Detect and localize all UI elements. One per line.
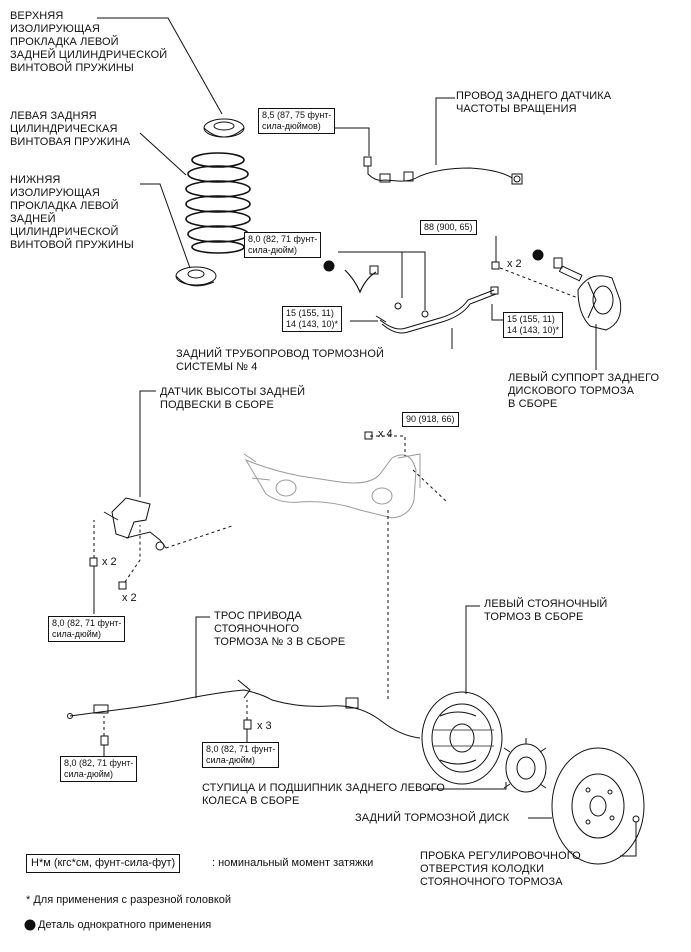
torque-sensor: 8,5 (87, 75 фунт- сила-дюймов) <box>258 108 336 134</box>
parking-brake-part <box>421 691 503 785</box>
axle-bolt <box>364 431 373 440</box>
legend-dot <box>24 919 36 931</box>
torque-flare-right: 15 (155, 11) 14 (143, 10)* <box>503 312 564 338</box>
label-hub-bearing: СТУПИЦА И ПОДШИПНИК ЗАДНЕГО ЛЕВОГО КОЛЕС… <box>202 782 445 807</box>
speed-sensor-wire-part <box>363 156 523 185</box>
axle-bolt-dash <box>370 435 406 456</box>
leader-parking-brake <box>465 605 480 694</box>
mult-axle-bolts: x 4 <box>378 428 393 440</box>
label-hole-plug: ПРОБКА РЕГУЛИРОВОЧНОГО ОТВЕРСТИЯ КОЛОДКИ… <box>420 850 581 888</box>
label-coil-spring: ЛЕВАЯ ЗАДНЯЯ ЦИЛИНДРИЧЕСКАЯ ВИНТОВАЯ ПРУ… <box>10 110 131 148</box>
torque-axle: 90 (918, 66) <box>402 412 459 427</box>
label-brake-disc: ЗАДНИЙ ТОРМОЗНОЙ ДИСК <box>355 812 510 824</box>
leader-tube-bracket-2 <box>402 251 426 310</box>
leader-parking-cable <box>195 616 210 698</box>
rear-axle-beam-part <box>243 453 421 519</box>
label-lower-insulator: НИЖНЯЯ ИЗОЛИРУЮЩАЯ ПРОКЛАДКА ЛЕВОЙ ЗАДНЕ… <box>10 174 134 251</box>
mult-sensor-bolt-b: x 2 <box>122 592 137 604</box>
mult-caliper-bolts: x 2 <box>507 258 522 270</box>
cable-bolt <box>100 735 109 746</box>
caliper-part <box>553 257 622 331</box>
mult-sensor-bolt-a: x 2 <box>102 556 117 568</box>
torque-cable-mid: 8,0 (82, 71 фунт- сила-дюйм) <box>202 742 280 768</box>
label-brake-tube: ЗАДНИЙ ТРУБОПРОВОД ТОРМОЗНОЙ СИСТЕМЫ № 4 <box>176 348 384 373</box>
nonreusable-dot <box>323 260 335 272</box>
upper-insulator-part <box>203 118 245 138</box>
legend-unit-text: : номинальный момент затяжки <box>212 857 374 869</box>
torque-caliper: 88 (900, 65) <box>420 220 477 235</box>
sensor-bolt-2 <box>118 581 127 590</box>
nonreusable-dot <box>532 249 544 261</box>
label-parking-brake: ЛЕВЫЙ СТОЯНОЧНЫЙ ТОРМОЗ В СБОРЕ <box>484 598 608 623</box>
leader-sensor-bolt <box>334 127 370 156</box>
leader-height-sensor <box>139 390 156 497</box>
sensor-bolt <box>89 557 98 567</box>
label-height-sensor: ДАТЧИК ВЫСОТЫ ЗАДНЕЙ ПОДВЕСКИ В СБОРЕ <box>160 386 306 411</box>
leader-hole-plug <box>620 822 637 857</box>
leader-upper-insulator <box>97 17 223 115</box>
axle-dash-2 <box>412 469 448 503</box>
label-caliper: ЛЕВЫЙ СУППОРТ ЗАДНЕГО ДИСКОВОГО ТОРМОЗА … <box>508 372 660 410</box>
lower-insulator-part <box>175 266 217 287</box>
leader-hub <box>426 782 507 790</box>
label-parking-cable: ТРОС ПРИВОДА СТОЯНОЧНОГО ТОРМОЗА № 3 В С… <box>214 610 346 648</box>
mult-cable-bolts: x 3 <box>257 720 272 732</box>
torque-tube-bracket: 8,0 (82, 71 фунт- сила-дюйм) <box>244 232 322 258</box>
legend-asterisk-note: * Для применения с разрезной головкой <box>26 894 232 906</box>
legend-nonreusable-note: Деталь однократного применения <box>38 919 212 931</box>
torque-height-sensor: 8,0 (82, 71 фунт- сила-дюйм) <box>48 616 126 642</box>
label-upper-insulator: ВЕРХНЯЯ ИЗОЛИРУЮЩАЯ ПРОКЛАДКА ЛЕВОЙ ЗАДН… <box>10 10 168 74</box>
sensor-dash-a <box>165 525 233 549</box>
caliper-bolt <box>491 261 500 270</box>
coil-spring-part <box>185 152 251 254</box>
leader-tube-bracket <box>338 251 403 298</box>
leader-flare-right <box>491 304 503 321</box>
label-speed-sensor-wire: ПРОВОД ЗАДНЕГО ДАТЧИКА ЧАСТОТЫ ВРАЩЕНИЯ <box>456 90 612 115</box>
sensor-dash-c <box>124 525 141 583</box>
brake-tube-part <box>344 265 499 334</box>
brake-disc-part <box>551 747 645 865</box>
caliper-bolt-dash <box>499 267 579 299</box>
leader-lower-insulator <box>140 183 191 269</box>
parking-cable-part <box>67 679 421 739</box>
legend-unit-box: Н*м (кгс*см, фунт-сила-фут) <box>26 854 181 873</box>
torque-cable-left: 8,0 (82, 71 фунт- сила-дюйм) <box>60 756 138 782</box>
height-sensor-part <box>103 497 167 551</box>
leader-speed-sensor <box>435 97 455 165</box>
torque-flare-left: 15 (155, 11) 14 (143, 10)* <box>282 306 343 332</box>
cable-bolt-2 <box>243 719 252 730</box>
leader-coil-spring <box>139 132 187 176</box>
hub-bearing-part <box>503 738 547 793</box>
